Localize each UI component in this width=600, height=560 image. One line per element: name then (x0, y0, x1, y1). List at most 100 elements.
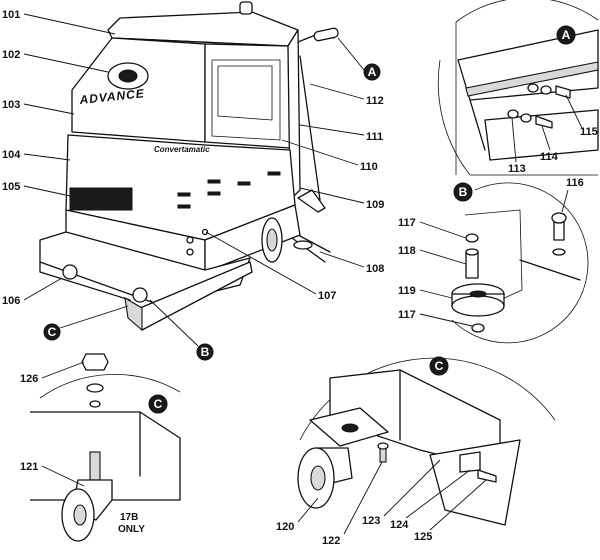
screw-114 (535, 115, 553, 129)
squeegee-arm (291, 235, 331, 263)
washer-113 (507, 109, 519, 119)
front-caster-right (132, 287, 148, 303)
part-number-121: 121 (20, 461, 38, 473)
detail-c-caster-17b: C 126 121 17B ONLY (20, 353, 181, 542)
washer-115 (527, 83, 539, 93)
svg-text:B: B (459, 185, 468, 199)
door-window-inner (217, 65, 273, 121)
part-number-114: 114 (540, 151, 559, 163)
washer-126b (89, 400, 101, 408)
part-number-113: 113 (508, 163, 526, 175)
vent-grille (69, 187, 133, 211)
door-window (211, 59, 281, 141)
detail-b-circle (451, 182, 589, 344)
detail-c-left-callout (148, 394, 168, 414)
front-hood (71, 37, 206, 143)
svg-text:C: C (154, 397, 163, 411)
detail-b-shaft-line (519, 259, 581, 281)
svg-text:A: A (368, 65, 377, 79)
hinge-bar (465, 61, 599, 97)
caster-hub (73, 504, 87, 526)
rear-wheel-hub (266, 228, 278, 252)
part-number-104: 104 (2, 149, 21, 161)
squeegee-head (293, 240, 313, 250)
detail-a-frame (437, 0, 599, 176)
bumper-bracket (459, 451, 481, 473)
spacer-top (465, 248, 479, 256)
model-note-line2: ONLY (118, 524, 145, 535)
detail-b-pulley: B 116 117 118 119 117 (398, 177, 589, 344)
part-number-112: 112 (366, 95, 384, 107)
main-part-labels: 101 102 103 104 105 106 107 108 109 110 … (2, 9, 384, 307)
washer-116 (552, 248, 566, 256)
model-note-line1: 17B (120, 512, 138, 523)
side-vent-slots (177, 171, 281, 209)
handle-grip (313, 27, 339, 42)
bolt-122 (379, 447, 387, 463)
part-number-109: 109 (366, 199, 384, 211)
detail-c-right-callout (429, 356, 449, 376)
detail-a-hinge: A 115 114 113 (437, 0, 599, 176)
pulley-bottom (451, 295, 505, 317)
part-number-115: 115 (580, 126, 598, 138)
bumper-screw-125 (477, 469, 497, 483)
front-caster-left (62, 264, 78, 280)
model-script-text: Convertamatic (154, 145, 210, 154)
part-number-105: 105 (2, 181, 20, 193)
part-number-107: 107 (318, 290, 336, 302)
bolt (186, 248, 194, 256)
part-number-111: 111 (366, 131, 383, 143)
svg-text:B: B (201, 345, 210, 359)
main-machine-illustration: ADVANCE Convertamatic (39, 1, 339, 332)
part-number-125: 125 (414, 531, 432, 543)
nut-126 (81, 353, 109, 371)
part-number-126: 126 (20, 373, 38, 385)
part-number-122: 122 (322, 535, 340, 547)
detail-b-bracket (464, 209, 523, 301)
body-panel (484, 109, 599, 161)
bolt-116-head (551, 212, 567, 224)
washer-117-top (465, 233, 479, 243)
bolt-122-head (377, 442, 389, 450)
washer-115b (540, 85, 552, 95)
main-callout-c: C (43, 305, 129, 341)
handle-rod (299, 55, 321, 201)
bumper-end (124, 296, 143, 332)
part-number-116: 116 (566, 177, 584, 189)
part-number-117-lower: 117 (398, 309, 416, 321)
part-number-117: 117 (398, 217, 416, 229)
part-number-110: 110 (360, 161, 378, 173)
spacer-118 (465, 251, 479, 279)
part-number-101: 101 (2, 9, 20, 21)
hinge-edge (469, 99, 486, 151)
part-number-102: 102 (2, 49, 20, 61)
part-number-120: 120 (276, 521, 294, 533)
part-number-108: 108 (366, 263, 384, 275)
part-number-123: 123 (362, 515, 380, 527)
bolt (186, 236, 194, 244)
brand-badge-text: ADVANCE (78, 86, 146, 107)
pulley-bore (469, 290, 487, 298)
main-callout-b: B (149, 299, 214, 361)
washer-117-bottom (471, 323, 485, 333)
svg-text:C: C (435, 359, 444, 373)
part-number-106: 106 (2, 295, 20, 307)
detail-c-caster-bumper: C 120 122 123 124 125 (276, 356, 556, 547)
detail-a-callout (556, 25, 576, 45)
rear-foot (297, 189, 326, 213)
svg-text:A: A (562, 28, 571, 42)
part-number-118: 118 (398, 245, 416, 257)
washer-126 (86, 383, 104, 393)
caster-plate-hole (341, 423, 359, 433)
detail-c-left-arc (39, 374, 181, 399)
caster-stem (89, 451, 101, 481)
main-callout-a: A (337, 37, 381, 81)
washer-114 (520, 113, 532, 123)
caster-wheel-hub (310, 465, 326, 491)
part-number-124: 124 (390, 519, 409, 531)
svg-text:C: C (48, 325, 57, 339)
bumper-124 (429, 439, 521, 526)
detail-b-callout (453, 182, 473, 202)
